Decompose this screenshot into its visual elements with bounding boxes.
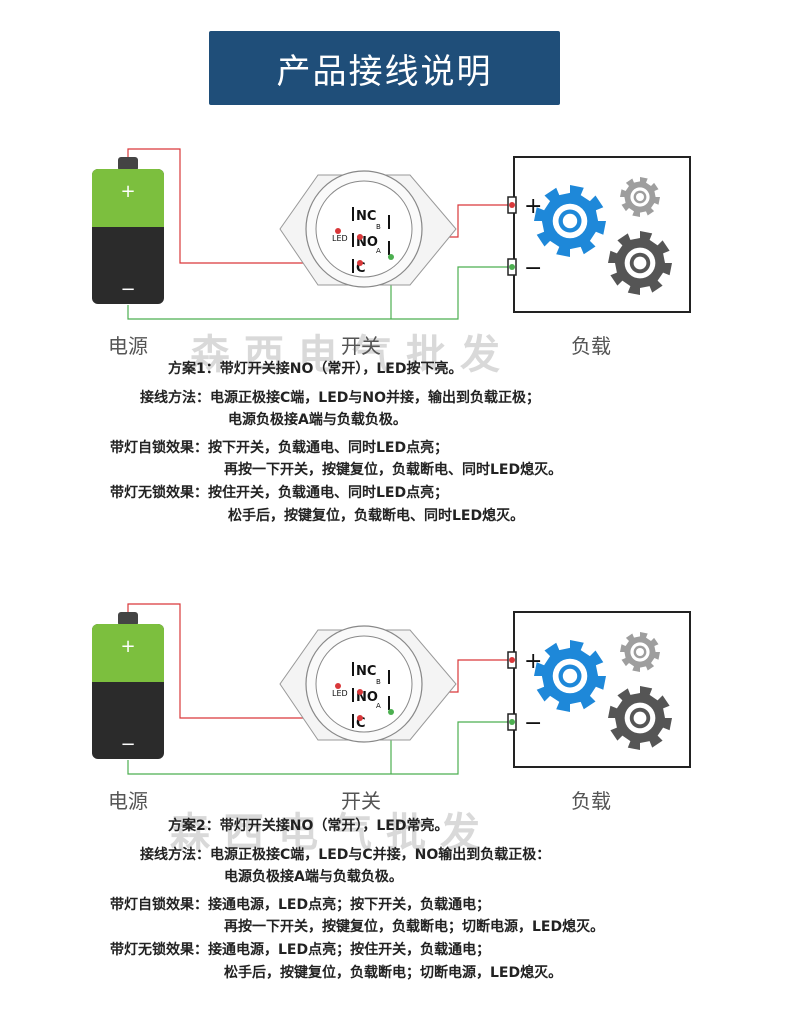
desc-value: 电源正极接C端，LED与C并接，NO输出到负载正极： [210,847,551,863]
desc-line: 带灯无锁效果：接通电源，LED点亮；按住开关，负载通电； [110,939,490,959]
desc-value: 电源负极接A端与负载负极。 [228,412,407,428]
pin-b-label: B [376,223,381,231]
watermark-1: 森西电气批发 [190,332,514,378]
desc-value: 电源正极接C端，LED与NO并接，输出到负载正极； [210,390,540,406]
switch-icon: NC NO C B A LED [279,625,457,743]
pin-led-label: LED [332,689,348,698]
desc-line: 接线方法：电源正极接C端，LED与C并接，NO输出到负载正极： [140,844,550,864]
label-load-1: 负载 [571,334,611,358]
desc-line: 再按一下开关，按键复位，负载断电；切断电源，LED熄灭。 [224,916,604,936]
desc-value: 接通电源，LED点亮；按住开关，负载通电； [208,942,491,958]
red-wire-c [127,148,360,264]
desc-key: 带灯无锁效果： [110,942,208,958]
label-switch-1: 开关 [341,334,381,358]
label-battery-1: 电源 [108,334,148,358]
gear-dark-icon [608,231,672,295]
wiring-svg-1: + − NC NO C B A LED [92,148,691,320]
wiring-svg-2: + − NC NO C B A LED [92,603,691,775]
desc-value: 松手后，按键复位，负载断电；切断电源，LED熄灭。 [224,965,563,981]
pin-c-label: C [356,261,366,276]
desc-key: 带灯无锁效果： [110,485,208,501]
battery-plus-label: + [120,181,135,202]
battery-minus-label: − [120,279,135,300]
gear-dark-icon [608,686,672,750]
green-wire-neg [127,721,512,775]
desc-value: 按住开关，负载通电、同时LED点亮； [208,485,449,501]
desc-key: 带灯自锁效果： [110,897,208,913]
red-wire-c [127,603,360,719]
desc-key: 接线方法： [140,847,210,863]
desc-key: 方案2： [168,818,220,834]
watermark-2: 森西电气批发 [170,810,494,856]
desc-value: 接通电源，LED点亮；按下开关，负载通电； [208,897,491,913]
load-minus-label: − [524,256,542,281]
pin-nc-label: NC [356,209,376,224]
desc-key: 方案1： [168,361,220,377]
label-switch-2: 开关 [341,789,381,813]
desc-line: 带灯无锁效果：按住开关，负载通电、同时LED点亮； [110,482,448,502]
pin-b-label: B [376,678,381,686]
green-wire-neg [127,266,512,320]
desc-line: 接线方法：电源正极接C端，LED与NO并接，输出到负载正极； [140,387,540,407]
page-title: 产品接线说明 [209,31,560,105]
load-box: + − [507,611,691,768]
desc-line: 方案2：带灯开关接NO（常开），LED常亮。 [168,815,448,835]
gear-light-icon [620,177,660,217]
desc-value: 电源负极接A端与负载负极。 [224,869,403,885]
pin-nc-label: NC [356,664,376,679]
pin-c-label: C [356,716,366,731]
desc-value: 再按一下开关，按键复位，负载断电、同时LED熄灭。 [224,462,563,478]
battery-icon: + − [92,157,164,304]
battery-minus-label: − [120,734,135,755]
switch-icon: NC NO C B A LED [279,170,457,288]
desc-line: 方案1：带灯开关接NO（常开），LED按下亮。 [168,358,462,378]
desc-key: 带灯自锁效果： [110,440,208,456]
load-box: + − [507,156,691,313]
gear-blue-icon [534,640,606,712]
desc-value: 带灯开关接NO（常开），LED常亮。 [219,818,449,834]
desc-line: 再按一下开关，按键复位，负载断电、同时LED熄灭。 [224,459,562,479]
label-battery-2: 电源 [108,789,148,813]
label-load-2: 负载 [571,789,611,813]
gear-light-icon [620,632,660,672]
desc-value: 按下开关，负载通电、同时LED点亮； [208,440,449,456]
desc-line: 带灯自锁效果：接通电源，LED点亮；按下开关，负载通电； [110,894,490,914]
desc-value: 松手后，按键复位，负载断电、同时LED熄灭。 [228,508,525,524]
pin-a-label: A [376,247,381,255]
wiring-diagram-2: + − NC NO C B A LED [0,600,790,840]
desc-line: 电源负极接A端与负载负极。 [228,409,407,429]
battery-icon: + − [92,612,164,759]
desc-key: 接线方法： [140,390,210,406]
desc-line: 带灯自锁效果：按下开关，负载通电、同时LED点亮； [110,437,448,457]
desc-value: 带灯开关接NO（常开），LED按下亮。 [219,361,463,377]
load-minus-label: − [524,711,542,736]
desc-value: 再按一下开关，按键复位，负载断电；切断电源，LED熄灭。 [224,919,605,935]
gear-blue-icon [534,185,606,257]
battery-plus-label: + [120,636,135,657]
pin-a-label: A [376,702,381,710]
wiring-diagram-1: + − NC NO C B A LED [0,145,790,385]
desc-line: 松手后，按键复位，负载断电；切断电源，LED熄灭。 [224,962,562,982]
pin-led-label: LED [332,234,348,243]
desc-line: 电源负极接A端与负载负极。 [224,866,403,886]
desc-line: 松手后，按键复位，负载断电、同时LED熄灭。 [228,505,524,525]
